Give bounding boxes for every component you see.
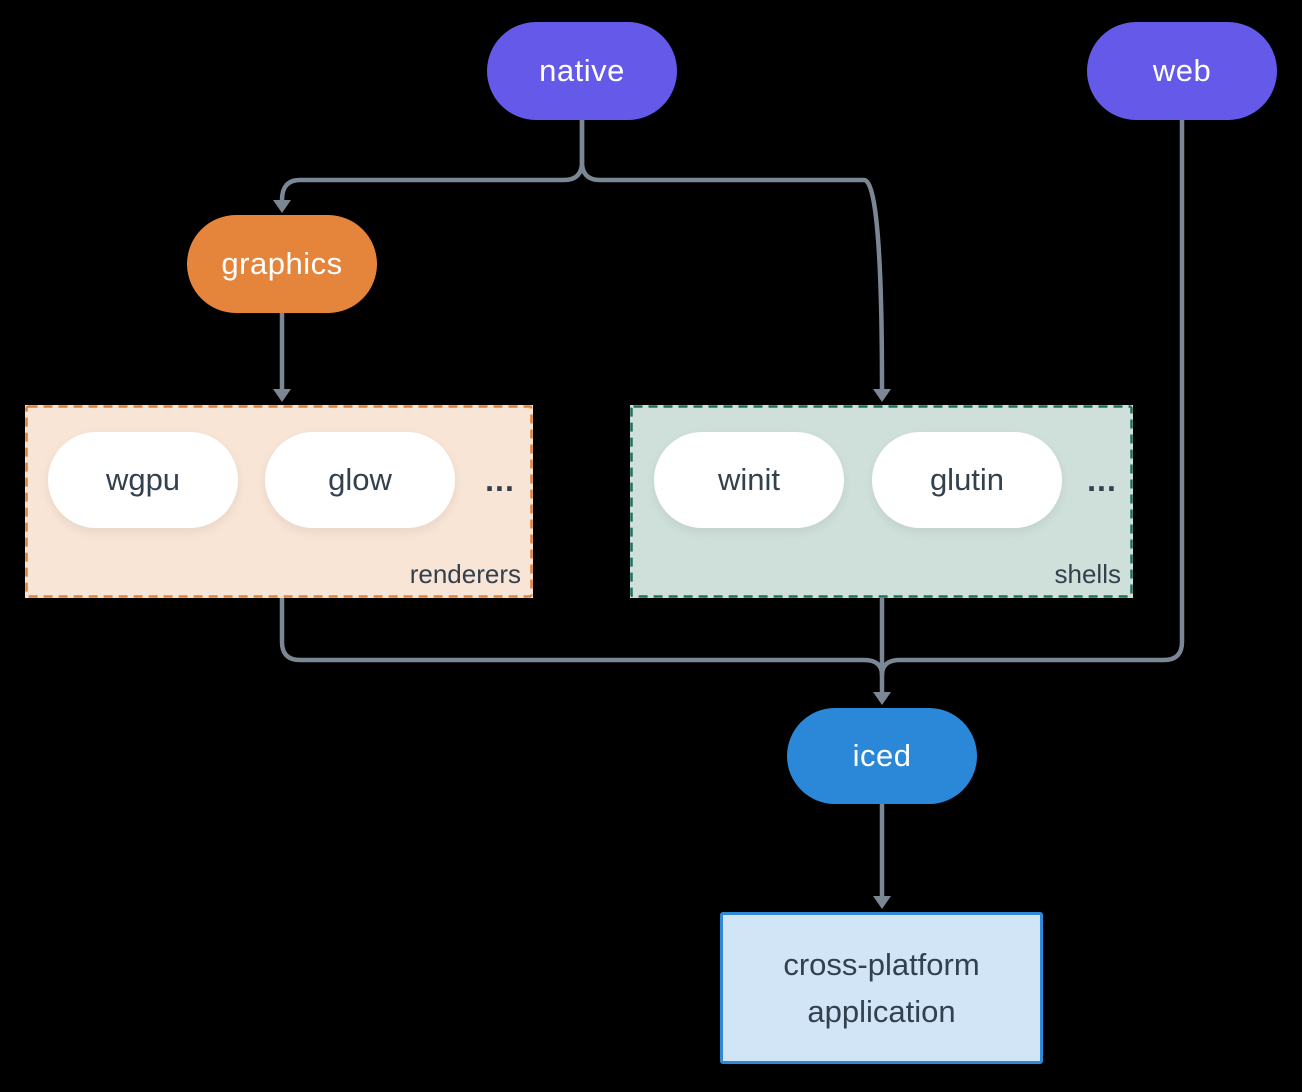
shells-group-label: shells xyxy=(1054,559,1121,589)
pill-winit: winit xyxy=(654,432,844,528)
edge-renderers-iced xyxy=(279,598,885,676)
pill-glutin: glutin xyxy=(872,432,1062,528)
edge-native-shells xyxy=(579,120,891,402)
renderers-ellipsis: ... xyxy=(485,461,515,498)
shells-ellipsis: ... xyxy=(1087,461,1117,498)
node-iced-label: iced xyxy=(852,738,912,773)
edge-graphics-renderers xyxy=(273,313,291,402)
pill-wgpu-label: wgpu xyxy=(105,462,181,497)
pill-winit-label: winit xyxy=(717,462,780,497)
node-graphics-label: graphics xyxy=(221,246,343,281)
edge-iced-application xyxy=(873,804,891,909)
group-shells-border xyxy=(630,405,1133,598)
node-web: web xyxy=(1087,22,1277,120)
pill-glow: glow xyxy=(265,432,455,528)
edge-native-graphics xyxy=(273,120,585,213)
group-shells: winit glutin ... shells xyxy=(630,405,1133,598)
pill-glutin-label: glutin xyxy=(929,462,1005,497)
node-graphics: graphics xyxy=(187,215,377,313)
application-label-line2: application xyxy=(807,994,956,1029)
node-iced: iced xyxy=(787,708,977,804)
node-application: cross-platform application xyxy=(720,912,1043,1064)
pill-glow-label: glow xyxy=(328,462,392,497)
node-web-label: web xyxy=(1152,53,1212,88)
edge-shells-iced xyxy=(873,598,891,705)
node-native: native xyxy=(487,22,677,120)
application-label-line1: cross-platform xyxy=(783,947,980,982)
renderers-group-label: renderers xyxy=(409,559,521,589)
pill-wgpu: wgpu xyxy=(48,432,238,528)
node-native-label: native xyxy=(539,53,625,88)
group-renderers: wgpu glow ... renderers xyxy=(25,405,533,598)
